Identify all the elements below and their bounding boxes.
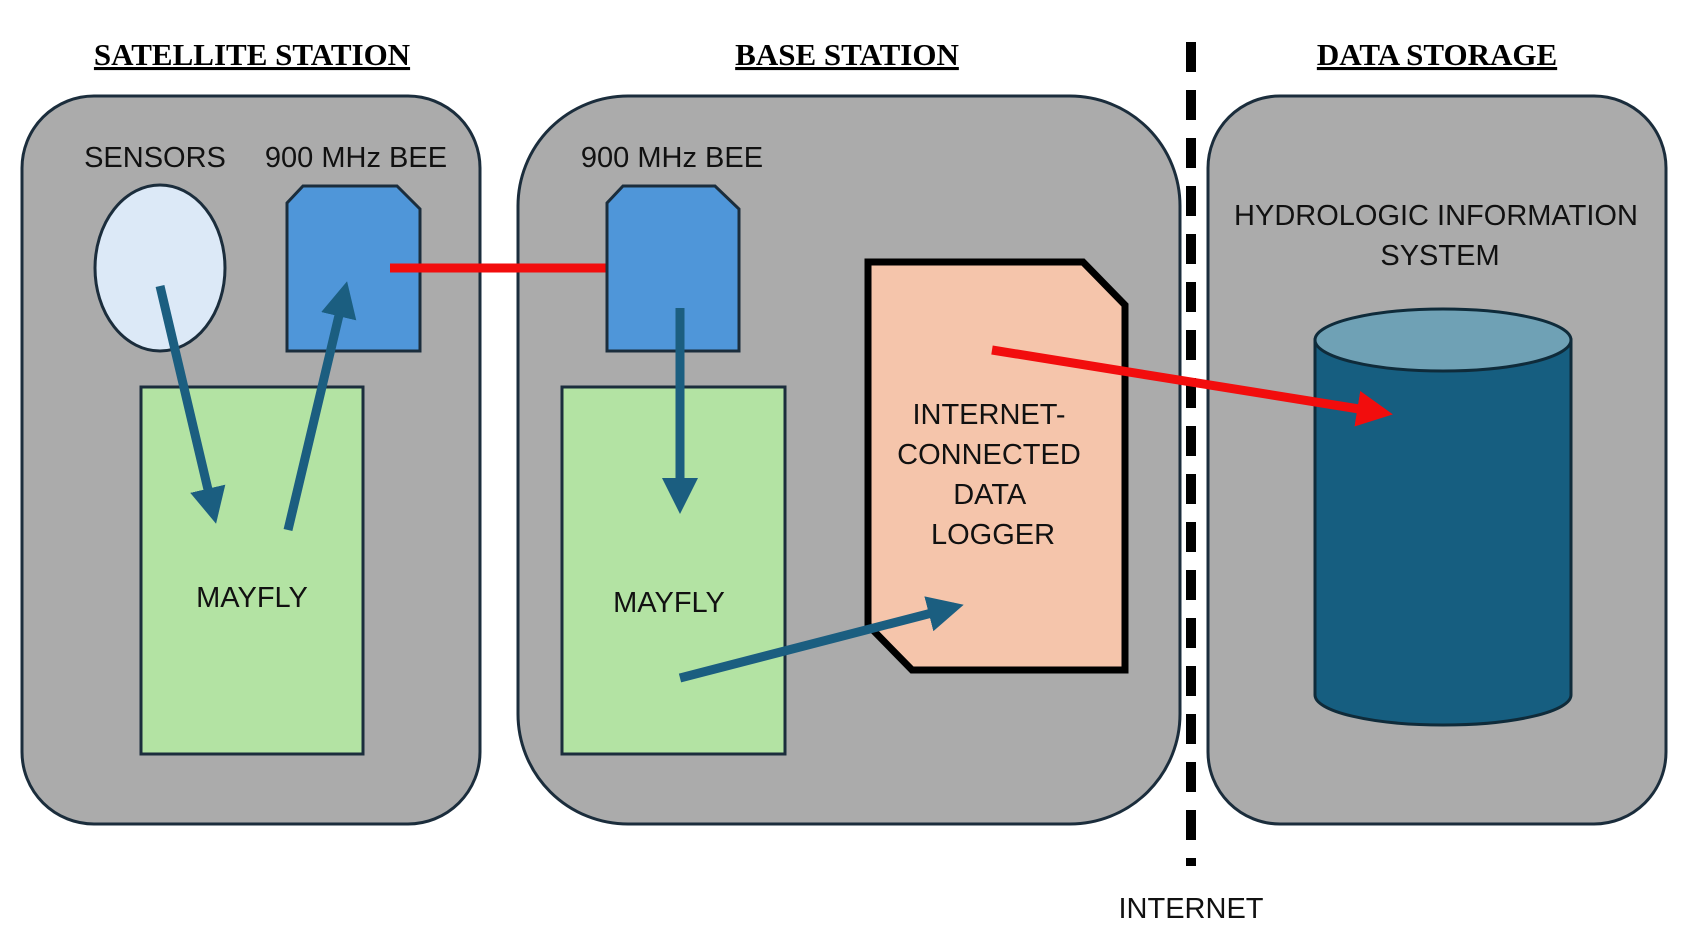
logger-to-his-arrow <box>991 345 1393 427</box>
his-label-line: HYDROLOGIC INFORMATION <box>1234 200 1638 232</box>
base-bee-label: 900 MHz BEE <box>581 142 763 174</box>
data-logger-line: INTERNET- <box>912 399 1065 431</box>
database-cylinder <box>1313 307 1573 727</box>
satellite-bee-label: 900 MHz BEE <box>265 142 447 174</box>
data-logger-line: CONNECTED <box>897 439 1081 471</box>
his-label: HYDROLOGIC INFORMATION SYSTEM <box>1234 200 1646 272</box>
satellite-mayfly-box <box>139 385 365 756</box>
sensors-shape <box>93 183 227 353</box>
data-logger-line: LOGGER <box>931 519 1055 551</box>
base-bee-shape <box>605 184 741 353</box>
mayfly-to-logger-arrow <box>678 596 964 683</box>
sensors-to-mayfly-arrow <box>155 284 226 524</box>
data-logger-label: INTERNET- CONNECTED DATA LOGGER <box>897 399 1089 551</box>
satellite-station-heading: SATELLITE STATION <box>94 37 410 72</box>
base-station-heading: BASE STATION <box>735 37 959 72</box>
base-mayfly-label: MAYFLY <box>613 587 725 619</box>
internet-label: INTERNET <box>1119 893 1264 925</box>
sensors-label: SENSORS <box>84 142 226 174</box>
data-storage-heading: DATA STORAGE <box>1317 37 1557 72</box>
satellite-mayfly-label: MAYFLY <box>196 582 308 614</box>
mayfly-to-bee-arrow <box>283 281 357 532</box>
data-logger-line: DATA <box>953 479 1027 511</box>
satellite-bee-shape <box>285 184 422 353</box>
his-label-line: SYSTEM <box>1380 240 1499 272</box>
base-mayfly-box <box>560 385 787 756</box>
